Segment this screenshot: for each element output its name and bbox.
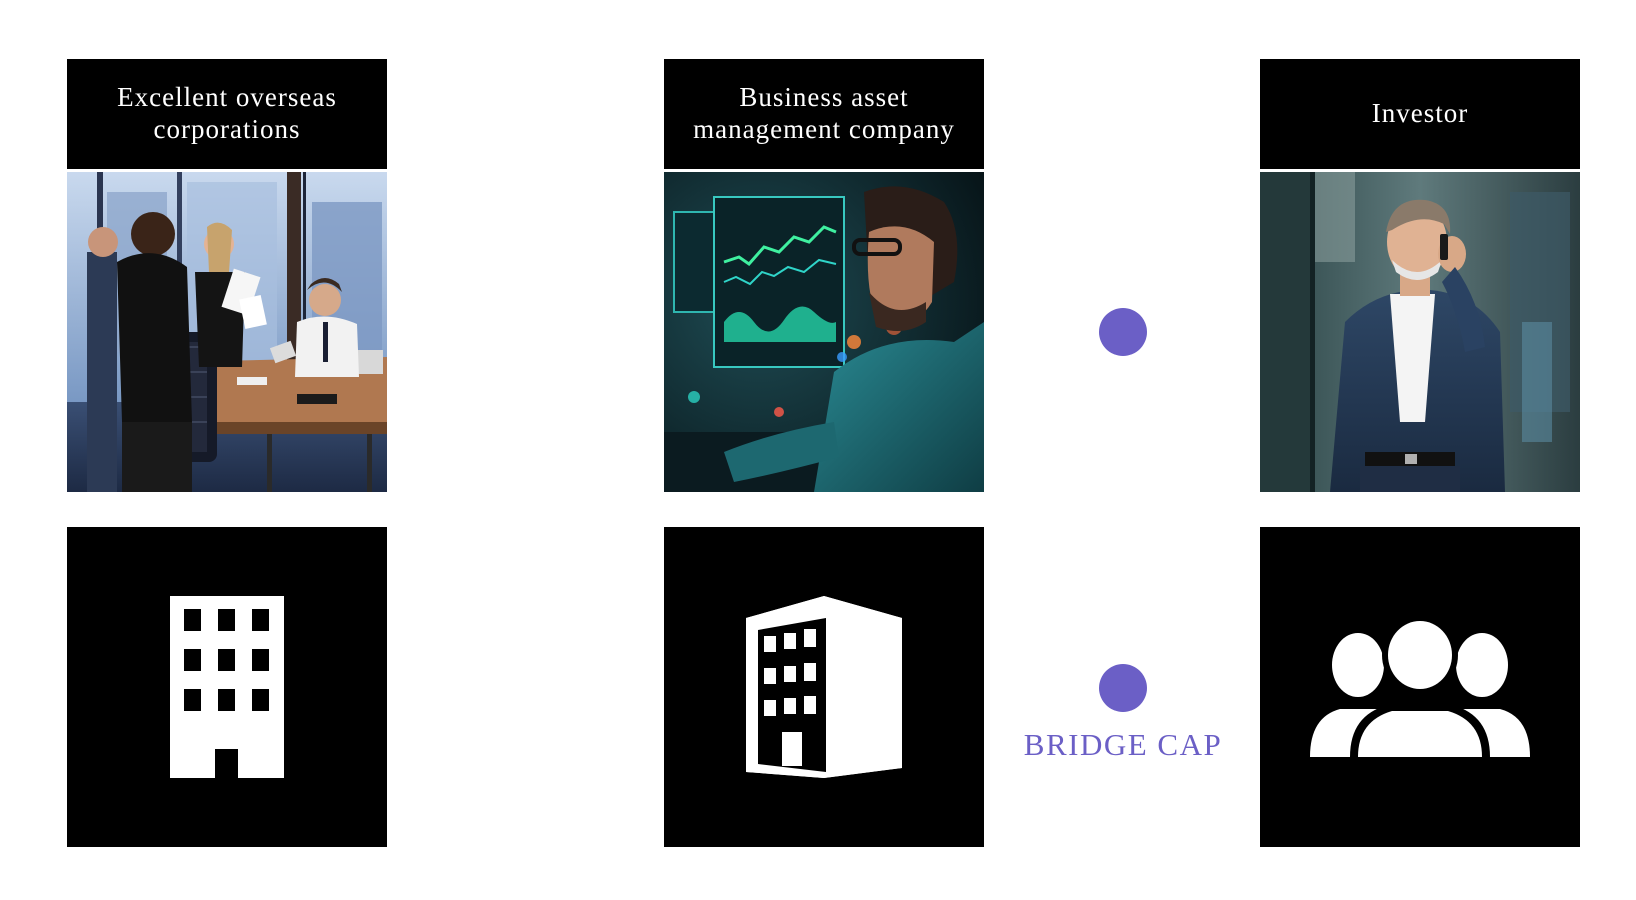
brand-name: BRIDGE CAP bbox=[1023, 727, 1223, 762]
connector-dot bbox=[1099, 308, 1147, 356]
trader-photo-art bbox=[664, 172, 984, 492]
investor-photo bbox=[1260, 172, 1580, 492]
investor-photo-art bbox=[1260, 172, 1580, 492]
column-title: Business asset management company bbox=[664, 59, 984, 169]
meeting-photo bbox=[67, 172, 387, 492]
connector-dot bbox=[1099, 664, 1147, 712]
trader-photo bbox=[664, 172, 984, 492]
investor-icon-box bbox=[1260, 527, 1580, 847]
column-title: Excellent overseas corporations bbox=[67, 59, 387, 169]
column-title: Investor bbox=[1260, 59, 1580, 169]
office-building-icon bbox=[170, 596, 284, 778]
meeting-photo-art bbox=[67, 172, 387, 492]
column-overseas-corporations: Excellent overseas corporations bbox=[67, 59, 387, 492]
overseas-corporation-icon-box bbox=[67, 527, 387, 847]
group-people-icon bbox=[1310, 617, 1530, 757]
column-investor: Investor bbox=[1260, 59, 1580, 492]
asset-management-icon-box bbox=[664, 527, 984, 847]
column-asset-management: Business asset management company bbox=[664, 59, 984, 492]
building-3d-icon bbox=[746, 596, 902, 778]
